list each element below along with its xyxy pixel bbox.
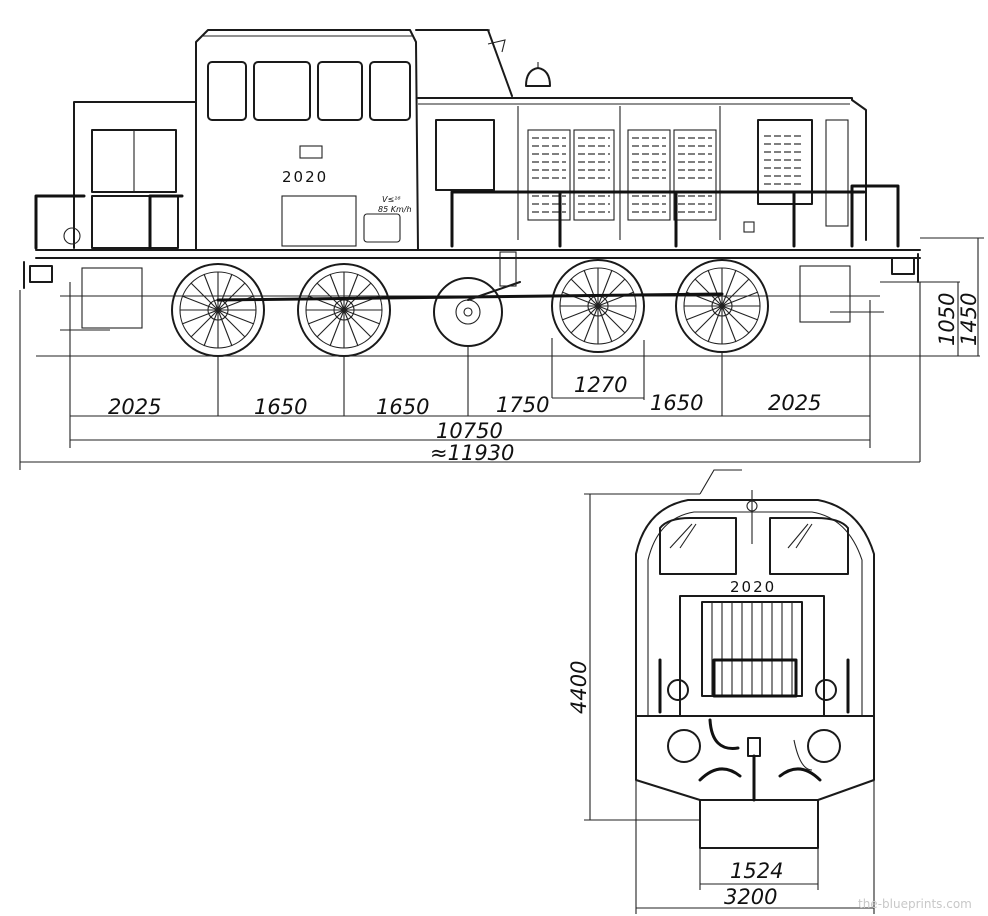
buffer-left bbox=[29, 265, 53, 283]
speed-label: V≤¹⁶ bbox=[382, 195, 401, 204]
buffer-left-front bbox=[667, 729, 701, 763]
watermark: the-blueprints.com bbox=[858, 897, 972, 911]
headlight-left-icon bbox=[667, 679, 689, 701]
front-view: 4400 1524 3200 2020 bbox=[567, 469, 875, 914]
dim-1050: 1050 bbox=[935, 293, 959, 346]
coupling-rod bbox=[216, 292, 724, 302]
short-hood bbox=[34, 101, 197, 250]
wheels bbox=[171, 251, 769, 357]
dim-4400: 4400 bbox=[567, 661, 591, 714]
dim-1650-first: 1650 bbox=[254, 395, 307, 419]
wheel-3 bbox=[551, 259, 645, 353]
dim-11930: ≈11930 bbox=[430, 441, 514, 465]
side-dimensions: 2025 1650 1650 1750 1270 1650 2025 10750… bbox=[19, 237, 984, 470]
buffer-right-front bbox=[807, 729, 841, 763]
idler-wheel bbox=[433, 277, 503, 347]
dim-1450: 1450 bbox=[957, 293, 981, 346]
cab-number-plate: 2020 bbox=[282, 168, 328, 186]
dim-1750: 1750 bbox=[496, 393, 549, 417]
buffer-right bbox=[891, 257, 915, 275]
speed-label-kmh: 85 Km/h bbox=[378, 205, 412, 214]
beacon-lamp-icon bbox=[525, 67, 551, 87]
dim-1650-third: 1650 bbox=[650, 391, 703, 415]
dim-2025-right: 2025 bbox=[768, 391, 821, 415]
headlight-right-icon bbox=[815, 679, 837, 701]
wheel-4 bbox=[675, 259, 769, 353]
front-number-plate: 2020 bbox=[730, 578, 776, 596]
dim-1524: 1524 bbox=[730, 859, 783, 883]
dim-1270: 1270 bbox=[574, 373, 627, 397]
long-hood bbox=[417, 97, 900, 248]
dim-2025-left: 2025 bbox=[108, 395, 161, 419]
dim-1650-second: 1650 bbox=[376, 395, 429, 419]
dim-10750: 10750 bbox=[436, 419, 503, 443]
wheel-1 bbox=[171, 263, 265, 357]
side-view: 2020 V≤¹⁶ 85 Km/h bbox=[19, 29, 984, 470]
handrail bbox=[450, 190, 866, 248]
wheel-2 bbox=[297, 263, 391, 357]
coupler bbox=[747, 737, 761, 757]
dim-3200: 3200 bbox=[724, 885, 777, 909]
radiator-grills bbox=[527, 119, 849, 227]
cab: 2020 V≤¹⁶ 85 Km/h bbox=[195, 29, 513, 251]
underframe bbox=[23, 249, 921, 331]
